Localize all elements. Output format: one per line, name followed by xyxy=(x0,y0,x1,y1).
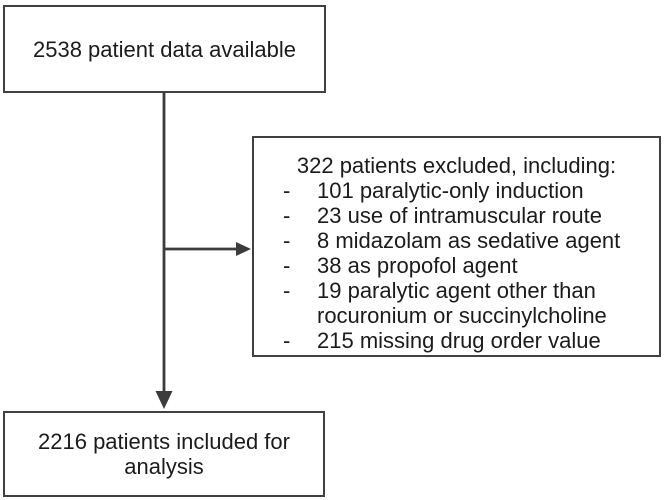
exclusion-item: - 19 paralytic agent other than rocuroni… xyxy=(283,278,659,328)
exclusion-list: - 101 paralytic-only induction - 23 use … xyxy=(254,178,659,353)
exclusion-item: - 215 missing drug order value xyxy=(283,328,659,353)
dash-bullet: - xyxy=(283,328,291,353)
dash-bullet: - xyxy=(283,178,291,203)
exclusion-heading: 322 patients excluded, including: xyxy=(296,153,617,178)
exclusion-item-text: 23 use of intramuscular route xyxy=(317,203,602,228)
arrow-top-to-bottom xyxy=(155,93,173,409)
exclusion-item: - 8 midazolam as sedative agent xyxy=(283,228,659,253)
arrow-branch-to-exclusion xyxy=(164,242,251,256)
dash-bullet: - xyxy=(283,228,291,253)
box-patients-included: 2216 patients included for analysis xyxy=(3,411,325,497)
patients-included-label: 2216 patients included for analysis xyxy=(38,429,290,479)
arrowhead-right-icon xyxy=(236,242,251,256)
exclusion-item-text: 19 paralytic agent other than rocuronium… xyxy=(317,278,607,328)
exclusion-item-text: 215 missing drug order value xyxy=(317,328,601,353)
exclusion-item-text: 38 as propofol agent xyxy=(317,253,518,278)
exclusion-item: - 101 paralytic-only induction xyxy=(283,178,659,203)
dash-bullet: - xyxy=(283,203,291,228)
arrowhead-down-icon xyxy=(155,391,173,409)
box-patients-excluded: 322 patients excluded, including: - 101 … xyxy=(252,136,661,357)
box-patients-available: 2538 patient data available xyxy=(3,5,326,93)
exclusion-item-text: 8 midazolam as sedative agent xyxy=(317,228,621,253)
exclusion-item: - 23 use of intramuscular route xyxy=(283,203,659,228)
dash-bullet: - xyxy=(283,278,291,303)
dash-bullet: - xyxy=(283,253,291,278)
patients-available-label: 2538 patient data available xyxy=(33,36,296,62)
exclusion-item-text: 101 paralytic-only induction xyxy=(317,178,584,203)
exclusion-item: - 38 as propofol agent xyxy=(283,253,659,278)
